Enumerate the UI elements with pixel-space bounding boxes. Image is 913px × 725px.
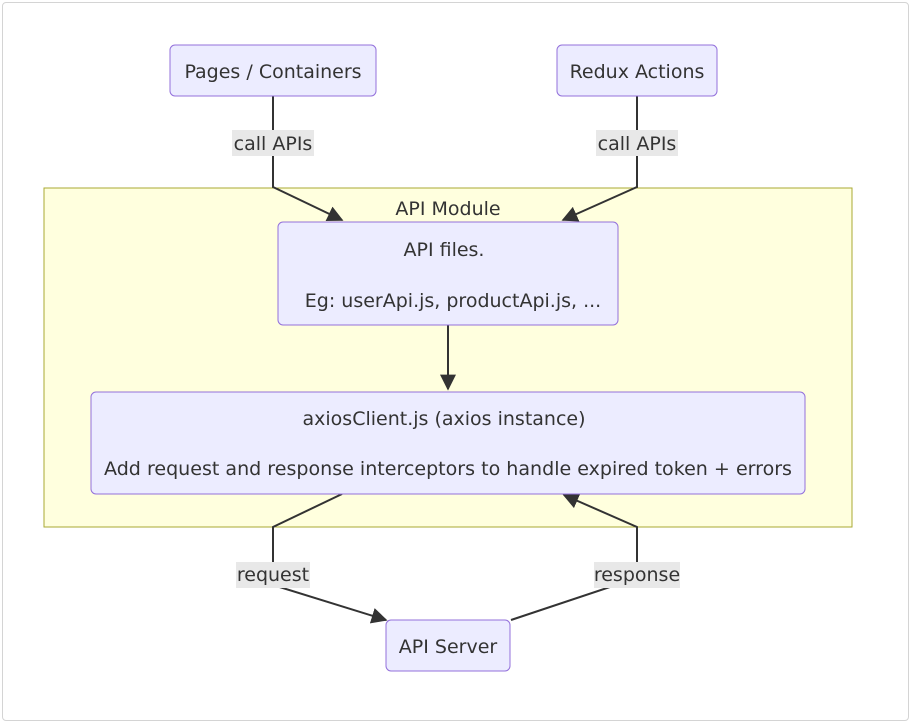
edge-label-text: call APIs	[598, 133, 677, 155]
node-box	[556, 44, 718, 97]
node-api-server: API Server	[385, 619, 511, 672]
node-api-files: API files. Eg: userApi.js, productApi.js…	[277, 221, 619, 326]
node-label: Redux Actions	[570, 61, 705, 83]
edges	[272, 96, 638, 624]
edge-label-request: request	[236, 562, 310, 588]
edge-label-pages-call-apis: call APIs	[232, 130, 314, 156]
node-box	[90, 391, 806, 495]
node-box	[385, 619, 511, 672]
node-label: Pages / Containers	[184, 61, 361, 83]
edge-redux-to-api-files	[561, 96, 638, 222]
edge-label-text: response	[594, 564, 680, 586]
edge-label-bg	[232, 130, 314, 156]
node-pages-containers: Pages / Containers	[169, 44, 377, 97]
edge-label-bg	[236, 562, 310, 588]
edge-label-redux-call-apis: call APIs	[596, 130, 678, 156]
edge-label-bg	[594, 562, 680, 588]
edge-label-text: request	[237, 564, 309, 586]
edge-label-response: response	[594, 562, 680, 588]
edge-pages-to-api-files	[272, 96, 344, 222]
node-axios-client: axiosClient.js (axios instance) Add requ…	[90, 391, 806, 495]
cluster-title: API Module	[395, 198, 500, 220]
edge-label-bg	[596, 130, 678, 156]
node-redux-actions: Redux Actions	[556, 44, 718, 97]
node-label: API Server	[399, 636, 498, 658]
edge-server-to-axios	[510, 493, 638, 621]
node-box	[277, 221, 619, 326]
node-label-line1: axiosClient.js (axios instance)	[303, 408, 586, 430]
edge-label-text: call APIs	[234, 133, 313, 155]
node-label-line1: API files.	[404, 239, 485, 261]
node-box	[169, 44, 377, 97]
node-label-line2: Add request and response interceptors to…	[104, 458, 792, 480]
node-label-line2: Eg: userApi.js, productApi.js, ...	[305, 290, 601, 312]
edge-axios-to-server	[272, 493, 388, 624]
